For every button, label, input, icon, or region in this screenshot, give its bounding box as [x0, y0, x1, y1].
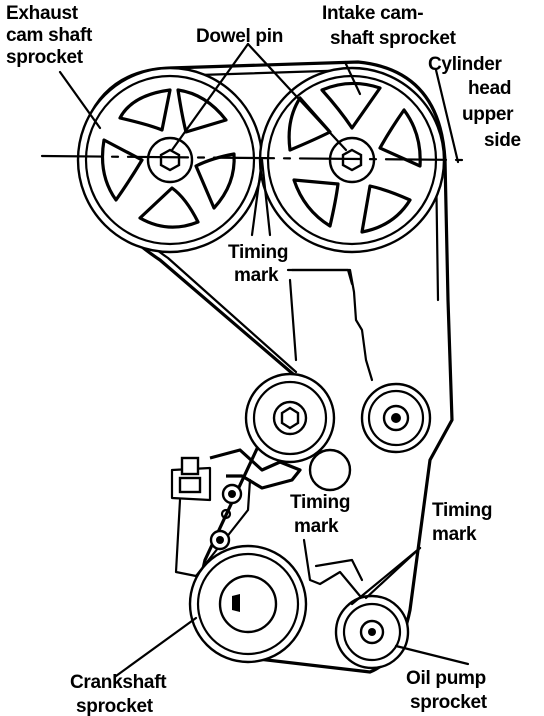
cylinder-label-line2: head — [468, 78, 511, 99]
exhaust-camshaft-sprocket — [76, 66, 264, 254]
oil-pump-label-line2: sprocket — [410, 692, 488, 713]
timing-mark-top-line2: mark — [234, 265, 279, 286]
timing-mark-top-line1: Timing — [228, 242, 288, 263]
cylinder-label-line3: upper — [462, 104, 514, 125]
timing-mark-mid-line2: mark — [294, 516, 339, 537]
timing-mark-right-line1: Timing — [432, 500, 492, 521]
crankshaft-label-line2: sprocket — [76, 696, 154, 716]
cylinder-label-line4: side — [484, 130, 521, 151]
tensioner-pulley — [244, 372, 336, 464]
cam-timing-mark-wedge — [250, 158, 272, 237]
crankshaft-label-line1: Crankshaft — [70, 672, 167, 693]
oil-pump-label-line1: Oil pump — [406, 668, 486, 689]
exhaust-label-line2: cam shaft — [6, 25, 93, 46]
timing-mark-mid-line1: Timing — [290, 492, 350, 513]
oil-pump-sprocket — [334, 594, 410, 670]
label-leaders — [58, 60, 470, 678]
dowel-pin-label: Dowel pin — [196, 26, 283, 47]
exhaust-label-line1: Exhaust — [6, 3, 79, 24]
cylinder-label-line1: Cylinder — [428, 54, 503, 75]
timing-mark-right-line2: mark — [432, 524, 477, 545]
small-idler — [308, 448, 352, 492]
idler-pulley — [360, 382, 432, 454]
cylinder-head-reference-line — [40, 68, 466, 164]
front-case-outline — [286, 268, 374, 382]
lower-timing-mark-pointers — [302, 538, 422, 606]
dowel-pin-leaders — [170, 42, 348, 152]
exhaust-label-line3: sprocket — [6, 47, 84, 68]
labels: Exhaust cam shaft sprocket Dowel pin Int… — [6, 3, 521, 716]
intake-label-line1: Intake cam- — [322, 3, 423, 24]
intake-label-line2: shaft sprocket — [330, 28, 457, 49]
crankshaft-sprocket — [188, 544, 308, 664]
